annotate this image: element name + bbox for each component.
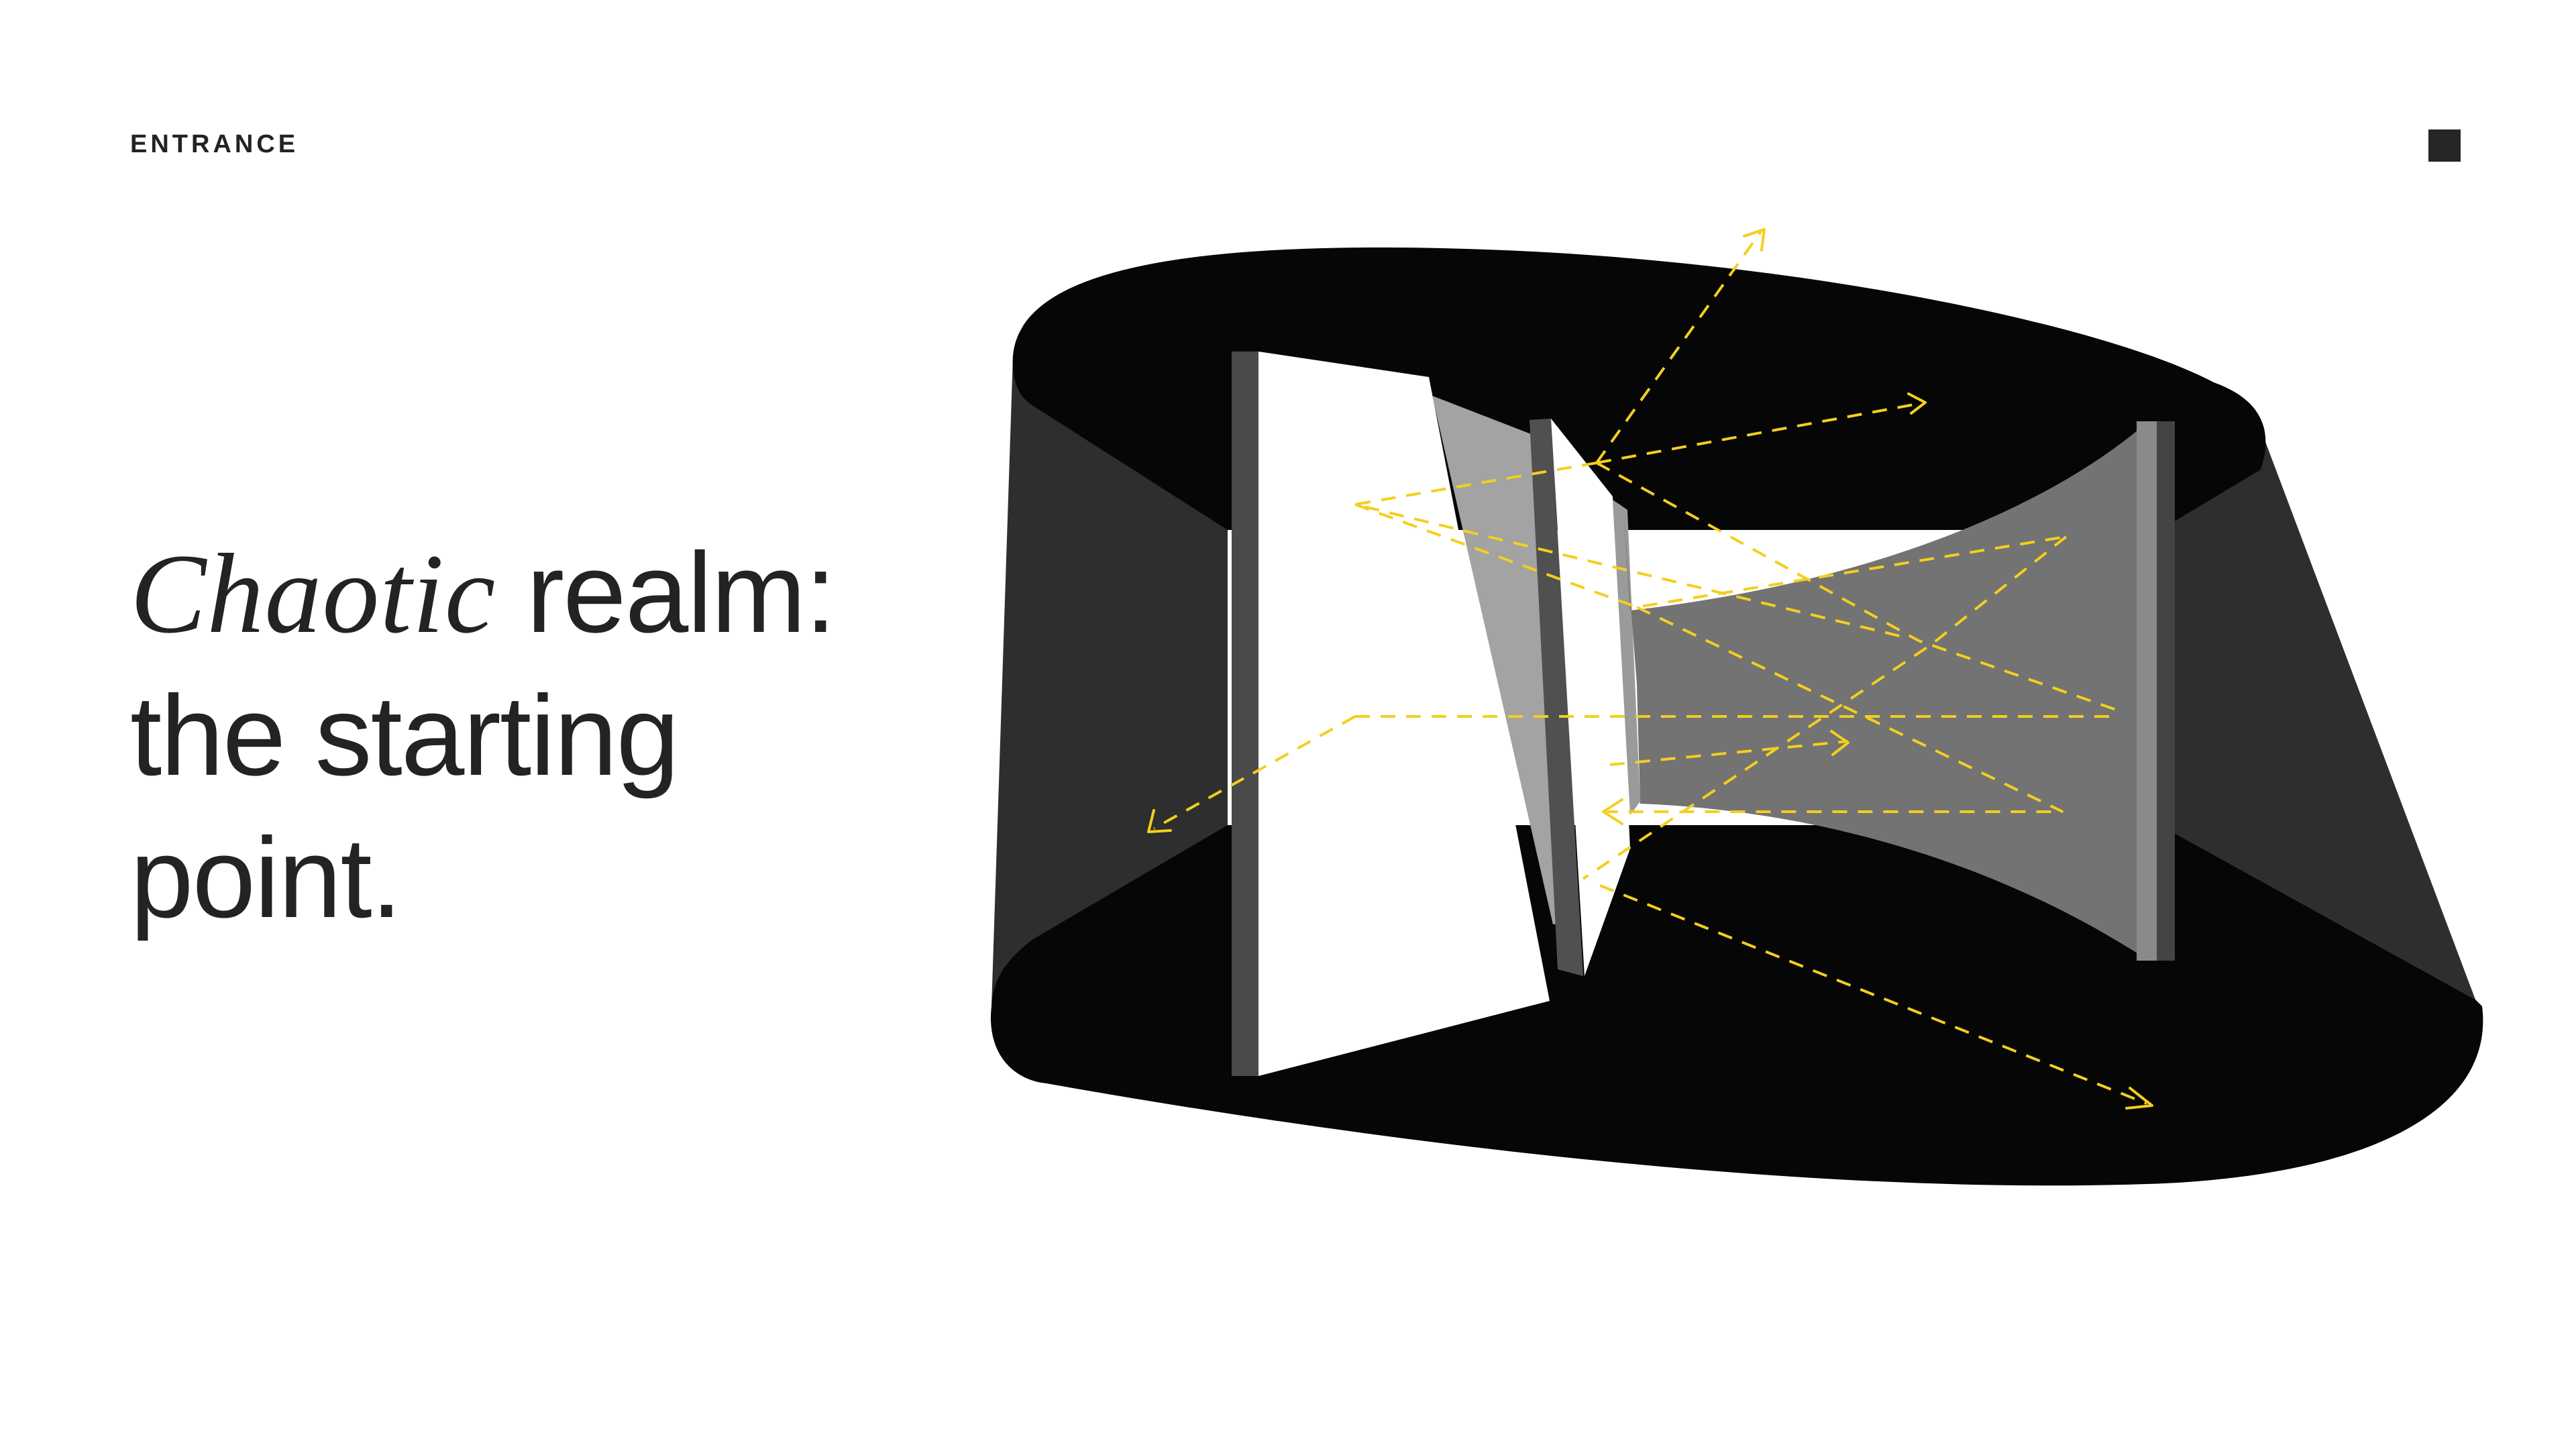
right-panel-edge [2157,421,2175,961]
light-beam-left [1432,396,1566,924]
ray-11-arrowhead [2125,1087,2153,1110]
left-panel-edge [1232,352,1258,1076]
ray-5 [1596,462,2121,712]
headline-emphasis: Chaotic [130,531,496,657]
light-beam-right [1623,423,2147,959]
ray-9 [1582,535,2068,880]
headline-line-2: the starting [130,672,680,800]
ray-1 [1595,230,1762,464]
ray-2 [1596,401,1926,464]
light-rays [1147,228,2153,1110]
ring-left-wall [991,356,1228,1006]
ray-7-arrowhead [1147,809,1172,833]
ray-8-arrowhead [1830,730,1849,756]
ray-10-arrowhead [1602,798,1623,825]
prism-edge [1529,419,1583,976]
prism-face [1551,419,1630,976]
right-panel-face [2137,421,2157,961]
headline-line-3: point. [130,814,402,942]
square-marker-icon [2428,129,2461,162]
ring-right-wall [2160,429,2475,1000]
ray-7 [1153,715,1356,830]
ray-10 [1607,606,2063,813]
section-label: ENTRANCE [130,130,299,158]
headline-line-1-rest: realm: [496,529,837,657]
ray-2-arrowhead [1907,392,1927,415]
prism-side [1613,500,1640,815]
headline-line-1: Chaotic realm: [130,522,1002,665]
headline: Chaotic realm: the starting point. [130,522,1002,949]
ray-1-arrowhead [1743,228,1766,252]
ray-4 [1354,503,2067,609]
ray-8 [1609,740,1849,766]
ray-11 [1599,884,2147,1105]
left-panel-face [1258,352,1550,1076]
